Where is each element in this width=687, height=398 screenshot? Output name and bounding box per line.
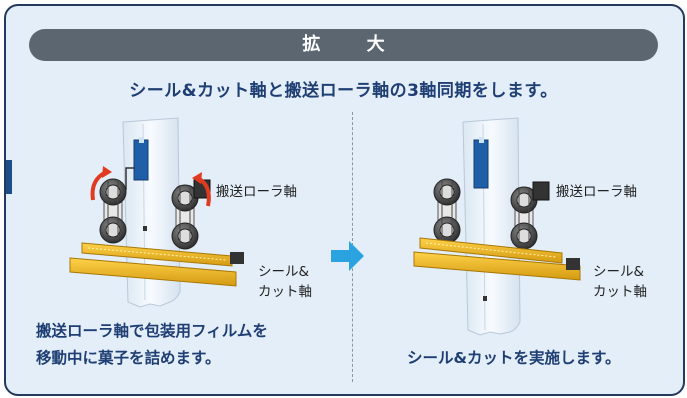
product-block [133, 139, 149, 181]
left-illustration [69, 117, 244, 308]
left-roller-label: 搬送ローラ軸 [216, 184, 297, 200]
product-block-right [473, 139, 489, 189]
right-illustration [413, 117, 581, 336]
right-roller-pair [171, 179, 211, 250]
right-seal-label-line2: カット軸 [593, 284, 647, 300]
transition-arrow [331, 241, 364, 271]
subtitle: シール&カット軸と搬送ローラ軸の3軸同期をします。 [129, 81, 558, 101]
left-roller-pair [99, 178, 127, 244]
right-seal-label-line1: シール& [593, 264, 645, 280]
right-caption: シール&カットを実施します。 [407, 349, 621, 367]
left-caption-line1: 搬送ローラ軸で包装用フィルムを [36, 322, 268, 340]
left-seal-label-line2: カット軸 [258, 284, 312, 300]
film-tube-right [462, 117, 521, 336]
right-roller-label: 搬送ローラ軸 [556, 184, 637, 200]
seal-cut-bars-right [413, 237, 581, 281]
right-panel-left-rollers [433, 178, 461, 244]
title-bar: 拡 大 [29, 29, 658, 61]
side-tab-marker [6, 160, 12, 194]
left-seal-label-line1: シール& [258, 264, 310, 280]
seal-cut-bars [69, 242, 244, 287]
left-caption-line2: 移動中に菓子を詰めます。 [36, 349, 221, 367]
right-panel-right-rollers [510, 181, 550, 250]
